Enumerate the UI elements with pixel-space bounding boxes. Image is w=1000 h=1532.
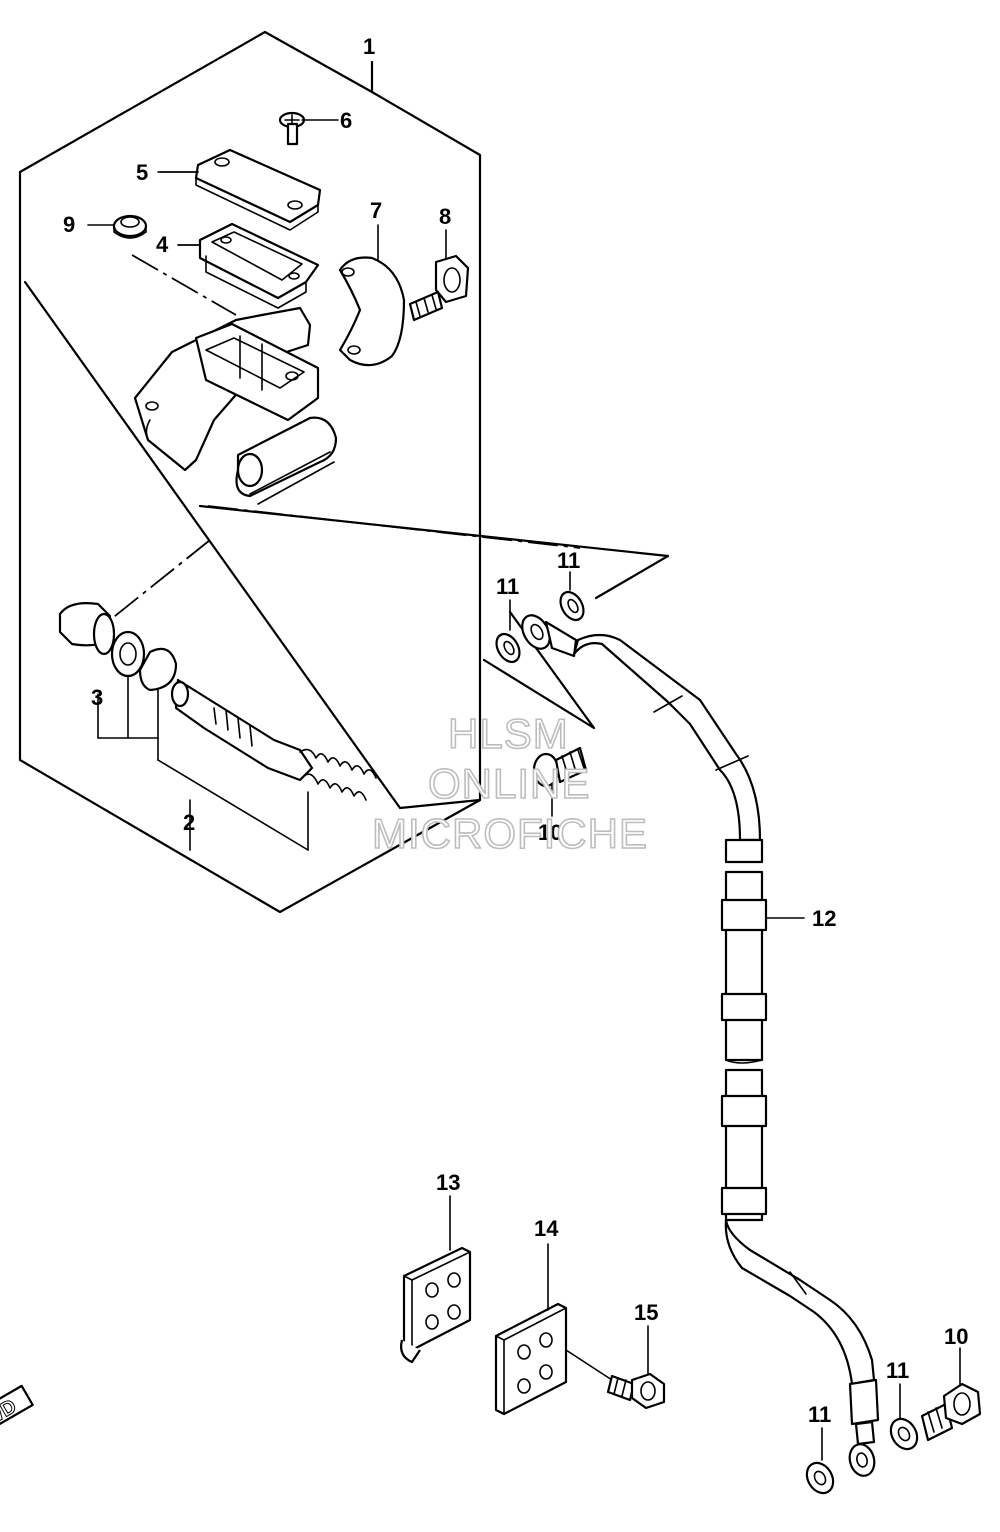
washer-11-upper-left[interactable]	[492, 599, 524, 666]
washer-11-lower-right[interactable]	[886, 1383, 923, 1454]
callout-1[interactable]: 1	[363, 34, 375, 59]
callout-3[interactable]: 3	[91, 685, 103, 710]
washer-11-lower-left[interactable]	[802, 1427, 839, 1498]
washer-11-upper-right[interactable]	[556, 571, 588, 624]
fwd-arrow-icon: FWD	[0, 1384, 34, 1450]
watermark-line-2: ONLINE	[428, 760, 590, 807]
callout-14[interactable]: 14	[534, 1216, 559, 1241]
clamp-14[interactable]	[494, 1243, 613, 1416]
screw-6[interactable]	[278, 111, 339, 146]
union-bolt-10-upper[interactable]	[532, 746, 588, 817]
callout-11-lower-right[interactable]: 11	[886, 1358, 909, 1383]
callout-11-lower-left[interactable]: 11	[808, 1402, 831, 1427]
callout-8[interactable]: 8	[439, 204, 451, 229]
callout-leaders	[157, 171, 201, 246]
callout-7[interactable]: 7	[370, 198, 382, 223]
watermark-line-1: HLSM	[448, 710, 569, 757]
bolt-15[interactable]	[606, 1325, 666, 1410]
reservoir-cap-5[interactable]	[159, 148, 322, 231]
projection-lines	[198, 504, 670, 730]
clamp-13[interactable]	[400, 1195, 472, 1364]
watermark: HLSM ONLINE MICROFICHE	[371, 709, 648, 858]
brake-hose-12[interactable]	[517, 610, 880, 1478]
callout-4[interactable]: 4	[156, 232, 169, 257]
piston-spring-2[interactable]	[157, 678, 377, 851]
callout-11-upper-right[interactable]: 11	[557, 548, 580, 573]
bolt-8[interactable]	[408, 229, 470, 322]
callout-12[interactable]: 12	[812, 906, 836, 931]
callout-6[interactable]: 6	[340, 108, 352, 133]
watermark-line-3: MICROFICHE	[372, 810, 648, 857]
master-cylinder-body[interactable]	[133, 306, 338, 505]
callout-9[interactable]: 9	[63, 212, 75, 237]
callout-11-upper-left[interactable]: 11	[496, 574, 519, 599]
callout-10-upper[interactable]: 10	[538, 820, 562, 845]
callout-10-lower[interactable]: 10	[944, 1324, 968, 1349]
callout-13[interactable]: 13	[436, 1170, 460, 1195]
union-bolt-10-lower[interactable]	[920, 1347, 982, 1442]
piston-kit-3[interactable]	[58, 602, 178, 761]
holder-7[interactable]	[338, 224, 406, 367]
callout-2[interactable]: 2	[183, 810, 195, 835]
ring-9[interactable]	[87, 214, 148, 239]
callout-5[interactable]: 5	[136, 160, 148, 185]
diaphragm-4[interactable]	[177, 222, 320, 309]
callout-15[interactable]: 15	[634, 1300, 658, 1325]
